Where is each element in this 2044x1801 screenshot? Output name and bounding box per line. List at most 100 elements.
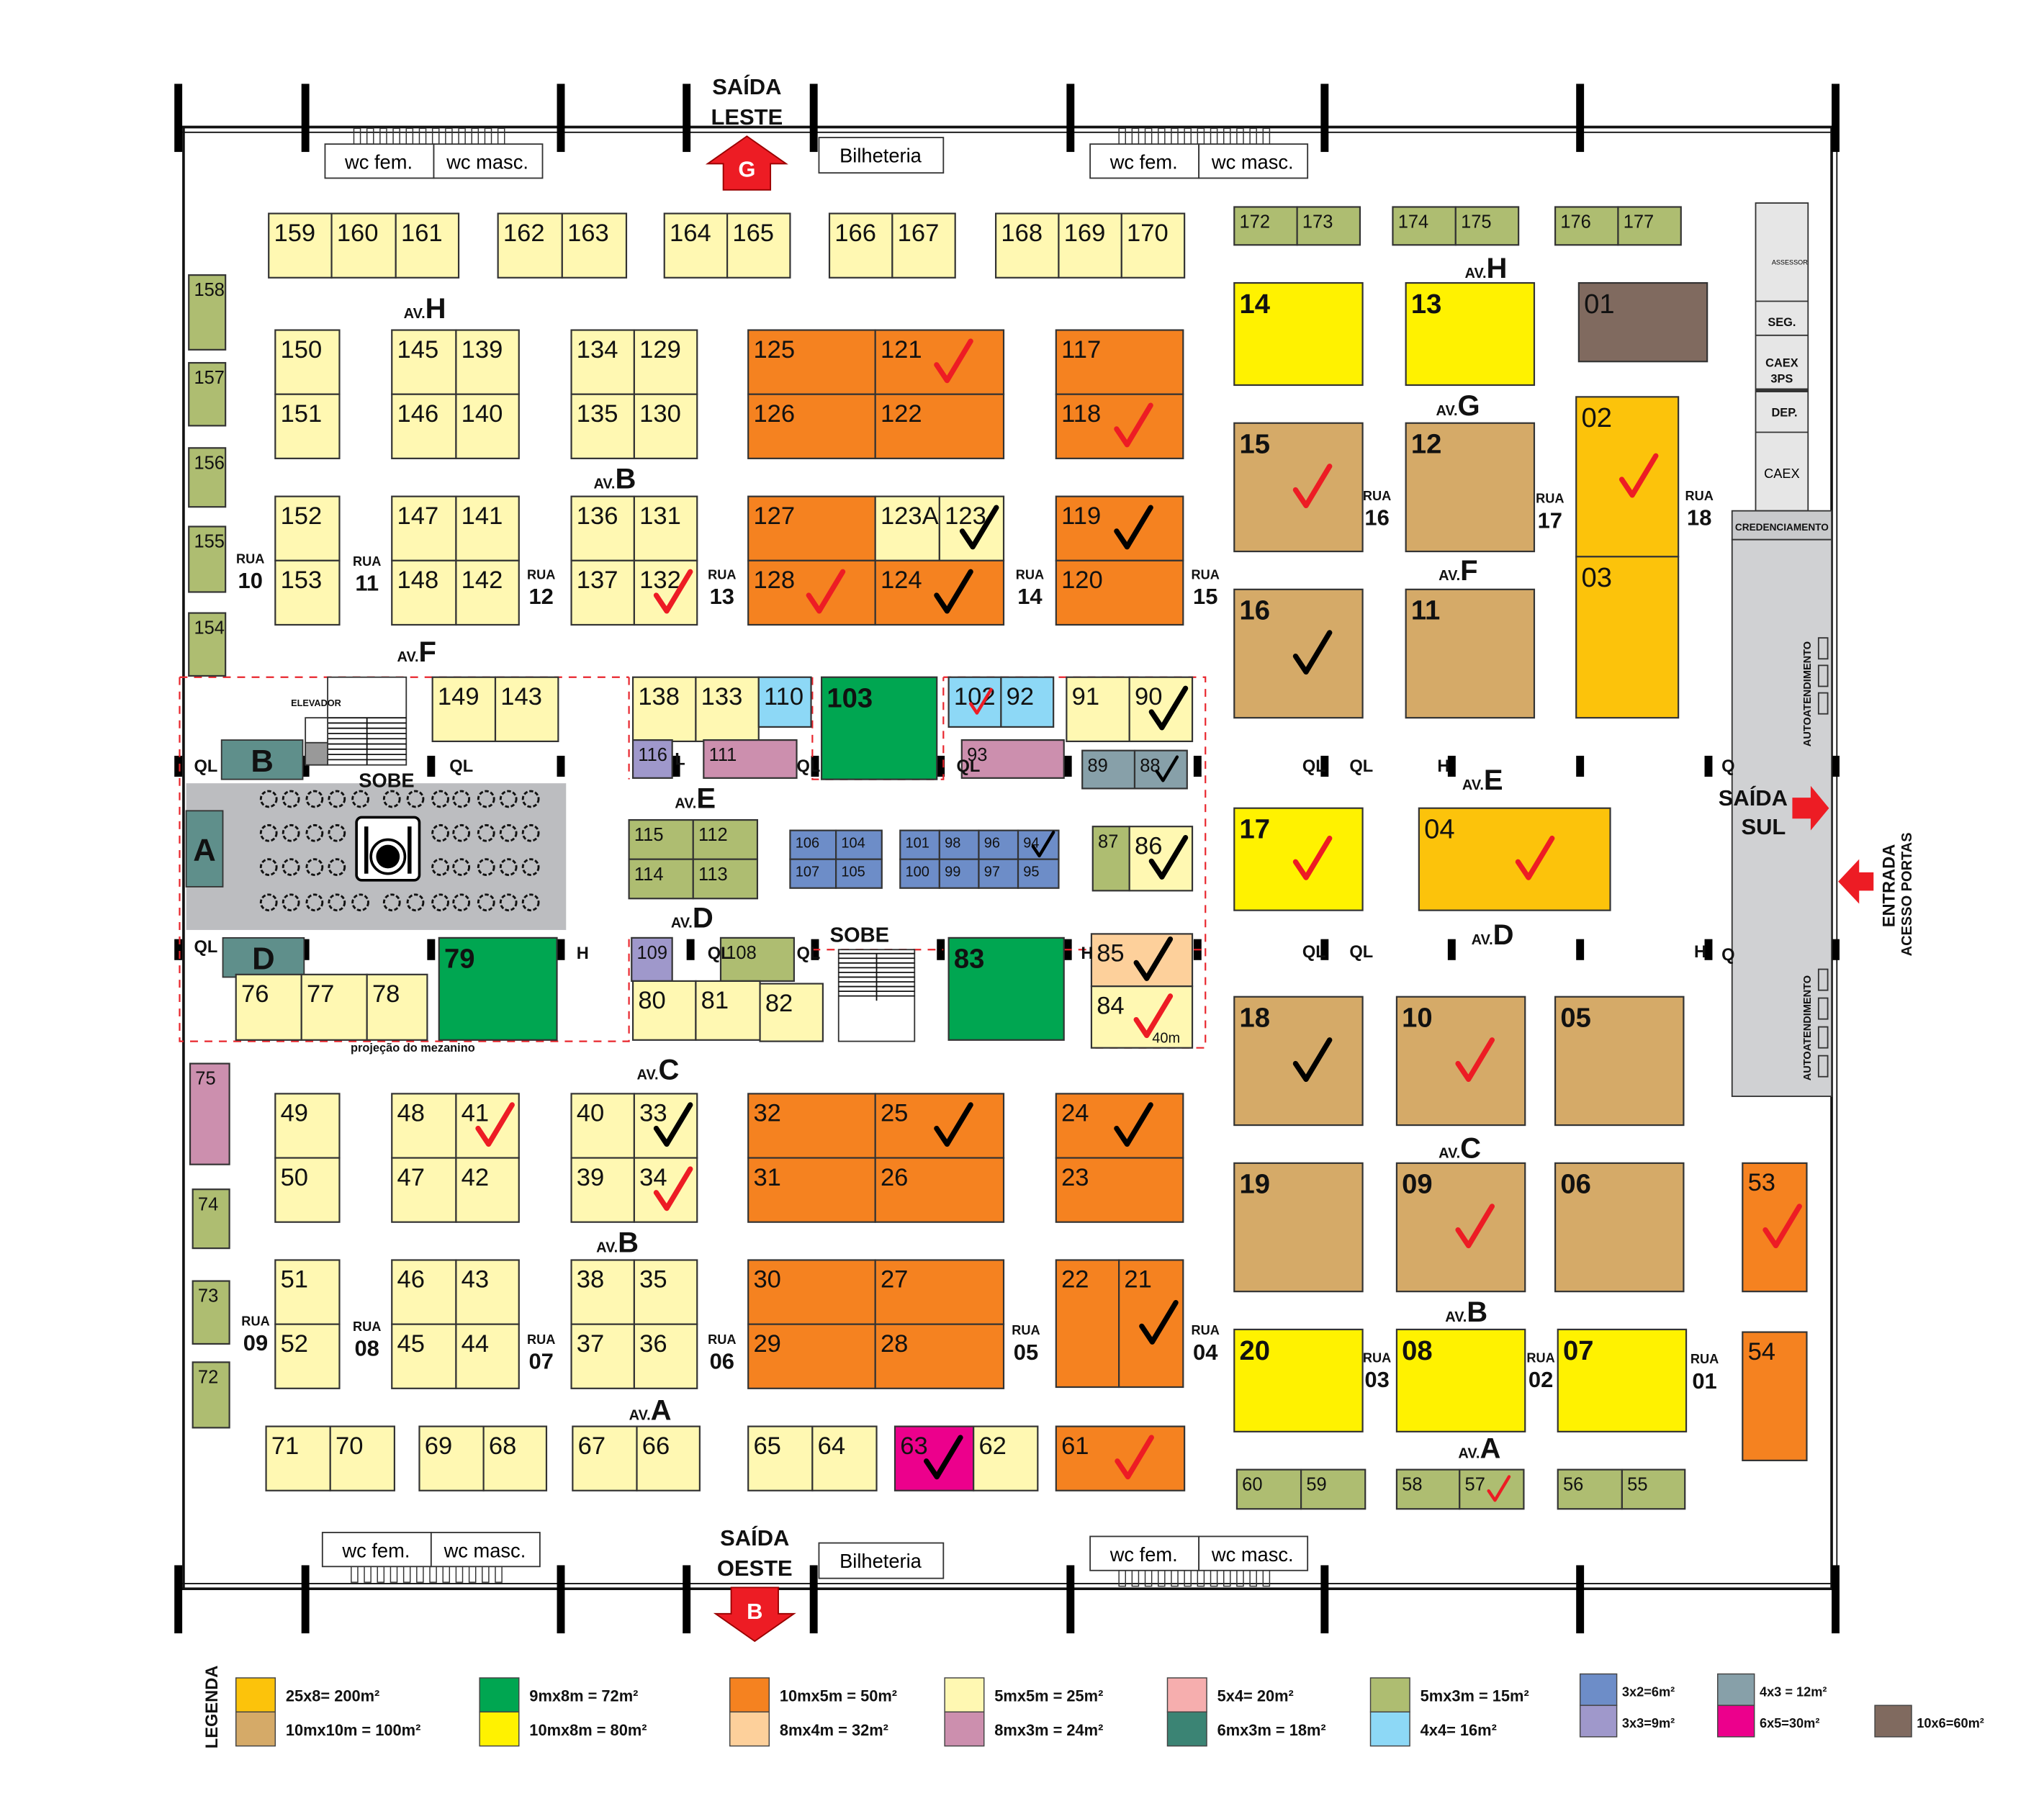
booth-168[interactable]: 168 [995, 212, 1060, 279]
booth-29[interactable]: 29 [747, 1323, 876, 1389]
west-exit[interactable]: SAÍDA OESTE B [713, 1525, 796, 1643]
booth-04[interactable]: 04 [1418, 807, 1611, 911]
booth-121[interactable]: 121 [874, 329, 1005, 395]
booth-18[interactable]: 18 [1233, 996, 1364, 1127]
booth-13[interactable]: 13 [1405, 281, 1536, 387]
booth-99[interactable]: 99 [938, 858, 980, 889]
booth-54[interactable]: 54 [1742, 1331, 1808, 1461]
booth-25[interactable]: 25 [874, 1093, 1005, 1159]
booth-104[interactable]: 104 [835, 829, 883, 860]
booth-105[interactable]: 105 [835, 858, 883, 889]
booth-164[interactable]: 164 [663, 212, 729, 279]
booth-58[interactable]: 58 [1395, 1468, 1461, 1510]
booth-116[interactable]: 116 [631, 739, 673, 779]
booth-135[interactable]: 135 [570, 393, 635, 459]
booth-39[interactable]: 39 [570, 1157, 635, 1223]
booth-137[interactable]: 137 [570, 559, 635, 626]
booth-138[interactable]: 138 [631, 676, 697, 743]
booth-143[interactable]: 143 [494, 676, 559, 743]
booth-02[interactable]: 02 [1575, 396, 1680, 558]
booth-177[interactable]: 177 [1617, 206, 1682, 246]
booth-93[interactable]: 93 [960, 739, 1065, 779]
booth-12[interactable]: 12 [1405, 422, 1536, 553]
booth-98[interactable]: 98 [938, 829, 980, 860]
restroom-block[interactable]: wc fem.wc masc. [321, 1532, 541, 1583]
booth-152[interactable]: 152 [274, 495, 341, 561]
booth-15[interactable]: 15 [1233, 422, 1364, 553]
booth-68[interactable]: 68 [482, 1425, 548, 1491]
booth-06[interactable]: 06 [1554, 1162, 1685, 1293]
booth-112[interactable]: 112 [692, 819, 759, 860]
booth-125[interactable]: 125 [747, 329, 876, 395]
booth-147[interactable]: 147 [391, 495, 457, 561]
booth-77[interactable]: 77 [300, 973, 368, 1041]
booth-122[interactable]: 122 [874, 393, 1005, 459]
booth-170[interactable]: 170 [1120, 212, 1186, 279]
booth-176[interactable]: 176 [1554, 206, 1619, 246]
booth-16[interactable]: 16 [1233, 588, 1364, 719]
booth-30[interactable]: 30 [747, 1259, 876, 1325]
booth-70[interactable]: 70 [329, 1425, 395, 1491]
booth-10[interactable]: 10 [1395, 996, 1526, 1127]
booth-83[interactable]: 83 [947, 936, 1065, 1041]
booth-173[interactable]: 173 [1296, 206, 1361, 246]
area-a[interactable]: A [185, 810, 224, 888]
booth-79[interactable]: 79 [438, 936, 558, 1041]
booth-160[interactable]: 160 [330, 212, 397, 279]
booth-03[interactable]: 03 [1575, 556, 1680, 719]
booth-91[interactable]: 91 [1066, 676, 1130, 743]
booth-21[interactable]: 21 [1118, 1259, 1184, 1389]
booth-60[interactable]: 60 [1235, 1468, 1302, 1510]
booth-17[interactable]: 17 [1233, 807, 1364, 911]
booth-11[interactable]: 11 [1405, 588, 1536, 719]
booth-166[interactable]: 166 [828, 212, 893, 279]
booth-123[interactable]: 123 [938, 495, 1005, 561]
booth-40[interactable]: 40 [570, 1093, 635, 1159]
booth-47[interactable]: 47 [391, 1157, 457, 1223]
booth-128[interactable]: 128 [747, 559, 876, 626]
area-b[interactable]: B [220, 739, 304, 780]
east-exit[interactable]: SAÍDA LESTE G [705, 74, 788, 191]
booth-64[interactable]: 64 [811, 1425, 878, 1491]
booth-153[interactable]: 153 [274, 559, 341, 626]
booth-115[interactable]: 115 [628, 819, 694, 860]
booth-57[interactable]: 57 [1459, 1468, 1525, 1510]
booth-61[interactable]: 61 [1055, 1425, 1186, 1491]
booth-52[interactable]: 52 [274, 1323, 341, 1389]
booth-92[interactable]: 92 [1000, 676, 1055, 728]
booth-14[interactable]: 14 [1233, 281, 1364, 387]
booth-89[interactable]: 89 [1081, 749, 1136, 790]
booth-162[interactable]: 162 [497, 212, 563, 279]
booth-22[interactable]: 22 [1055, 1259, 1120, 1389]
booth-84[interactable]: 84 [1090, 985, 1194, 1049]
booth-136[interactable]: 136 [570, 495, 635, 561]
booth-108[interactable]: 108 [719, 936, 795, 982]
booth-37[interactable]: 37 [570, 1323, 635, 1389]
booth-09[interactable]: 09 [1395, 1162, 1526, 1293]
booth-158[interactable]: 158 [188, 274, 227, 351]
booth-50[interactable]: 50 [274, 1157, 341, 1223]
booth-119[interactable]: 119 [1055, 495, 1184, 561]
booth-156[interactable]: 156 [188, 447, 227, 508]
booth-01[interactable]: 01 [1577, 281, 1708, 363]
booth-90[interactable]: 90 [1128, 676, 1194, 743]
booth-36[interactable]: 36 [633, 1323, 698, 1389]
booth-62[interactable]: 62 [973, 1425, 1039, 1491]
booth-130[interactable]: 130 [633, 393, 698, 459]
booth-109[interactable]: 109 [631, 936, 673, 982]
booth-75[interactable]: 75 [189, 1062, 230, 1165]
booth-23[interactable]: 23 [1055, 1157, 1184, 1223]
booth-27[interactable]: 27 [874, 1259, 1005, 1325]
booth-146[interactable]: 146 [391, 393, 457, 459]
restroom-block[interactable]: wc fem.wc masc. [1089, 1535, 1309, 1587]
booth-26[interactable]: 26 [874, 1157, 1005, 1223]
booth-100[interactable]: 100 [899, 858, 940, 889]
booth-131[interactable]: 131 [633, 495, 698, 561]
booth-145[interactable]: 145 [391, 329, 457, 395]
booth-67[interactable]: 67 [572, 1425, 638, 1491]
entrance[interactable]: ENTRADA ACESSO PORTAS [1838, 832, 1915, 956]
booth-117[interactable]: 117 [1055, 329, 1184, 395]
booth-80[interactable]: 80 [631, 980, 697, 1041]
booth-69[interactable]: 69 [418, 1425, 485, 1491]
booth-161[interactable]: 161 [395, 212, 460, 279]
